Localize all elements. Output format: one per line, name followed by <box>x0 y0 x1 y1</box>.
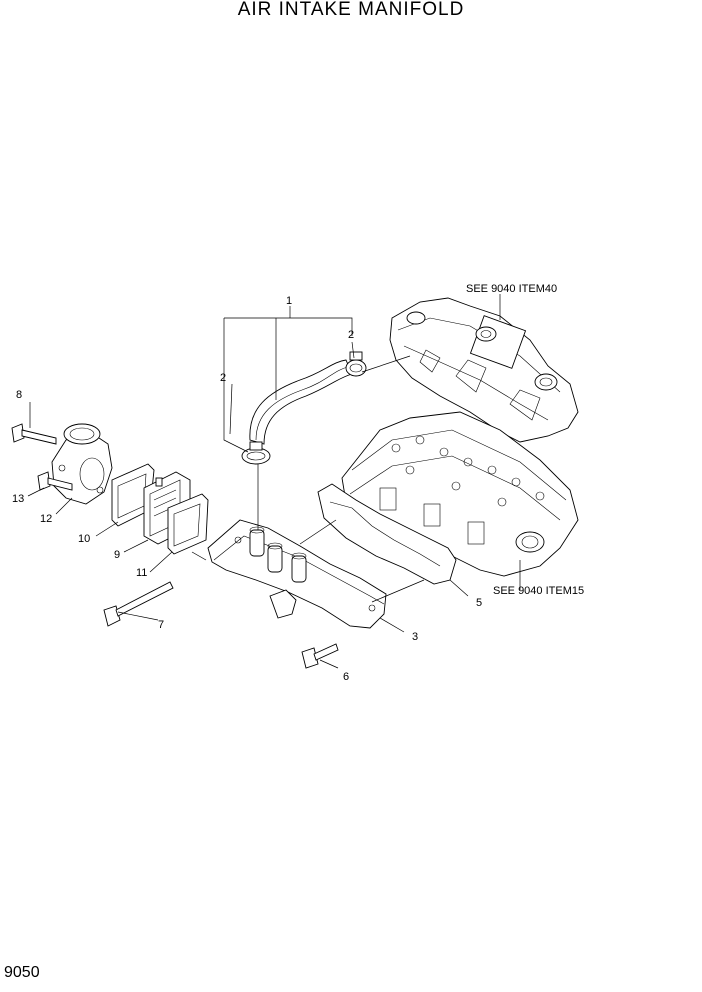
intake-elbow-part <box>51 423 113 505</box>
callout-13: 13 <box>12 493 24 505</box>
bolt-7 <box>103 581 174 627</box>
reference-head-cover: SEE 9040 ITEM40 <box>466 283 557 295</box>
callout-12: 12 <box>40 513 52 525</box>
callout-2-lower: 2 <box>220 372 226 384</box>
manifold-gasket-part <box>317 483 457 585</box>
callout-2-upper: 2 <box>348 329 354 341</box>
page-number: 9050 <box>4 964 40 981</box>
head-ports <box>379 487 485 545</box>
callout-10: 10 <box>78 533 90 545</box>
bolt-6 <box>301 643 339 669</box>
callout-5: 5 <box>476 597 482 609</box>
breather-hose-part <box>249 359 353 445</box>
bolt-8 <box>11 423 57 445</box>
callout-11: 11 <box>136 567 147 579</box>
callout-1: 1 <box>286 295 292 307</box>
bolt-13 <box>37 471 73 491</box>
callout-9: 9 <box>114 549 120 561</box>
heater-gasket-part <box>167 493 209 555</box>
hose-clamp-upper <box>345 351 367 377</box>
hose-clamp-lower <box>241 441 271 465</box>
head-cover-part <box>389 297 579 443</box>
intake-manifold-part <box>207 519 387 629</box>
page-title: AIR INTAKE MANIFOLD <box>237 0 465 20</box>
head-bolt-bosses <box>391 435 545 507</box>
callout-3: 3 <box>412 631 418 643</box>
reference-cylinder-head: SEE 9040 ITEM15 <box>493 585 584 597</box>
callout-6: 6 <box>343 671 349 683</box>
manifold-runners <box>249 526 307 583</box>
callout-7: 7 <box>158 619 164 631</box>
leader-lines <box>27 294 521 669</box>
callout-8: 8 <box>16 389 22 401</box>
